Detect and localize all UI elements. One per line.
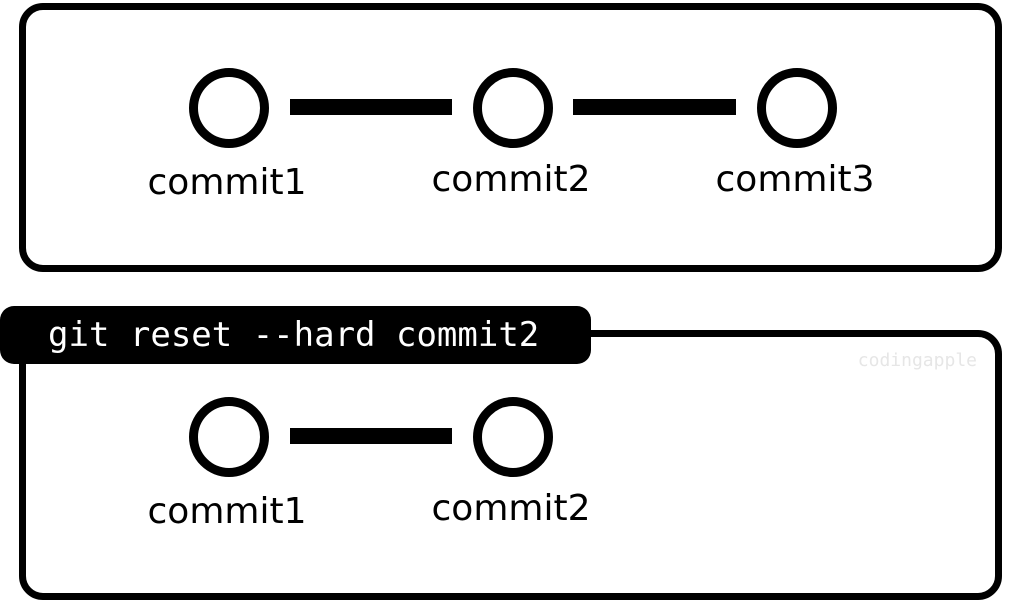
command-banner: git reset --hard commit2 [0, 306, 591, 364]
commit-node-1-after [189, 397, 269, 477]
commit-link-1-2-after [290, 428, 452, 444]
commit-label-1-before: commit1 [147, 162, 307, 203]
commit-node-2-before [473, 68, 553, 148]
git-command-text: git reset --hard commit2 [48, 315, 540, 355]
commit-label-3-before: commit3 [715, 159, 875, 200]
commit-label-2-after: commit2 [431, 488, 591, 529]
commit-label-2-before: commit2 [431, 159, 591, 200]
commit-node-1-before [189, 68, 269, 148]
commit-label-1-after: commit1 [147, 491, 307, 532]
commit-node-3-before [757, 68, 837, 148]
commit-link-2-3-before [573, 99, 736, 115]
commit-node-2-after [473, 397, 553, 477]
watermark: codingapple [857, 350, 977, 371]
commit-link-1-2-before [290, 99, 452, 115]
